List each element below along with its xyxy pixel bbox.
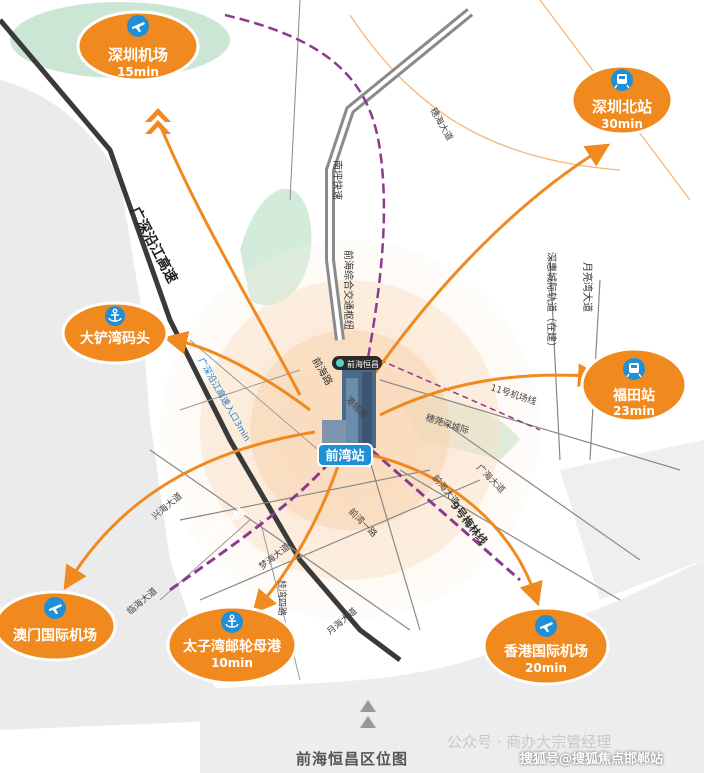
airplane-icon <box>535 615 557 637</box>
arrow-to-dachan <box>163 330 311 412</box>
label-yueliangwan: 月亮湾大道 <box>581 262 594 312</box>
arrow-to-taiziwan <box>252 459 342 615</box>
road-grid-14 <box>179 369 301 411</box>
hub-station-label: 前湾站 <box>325 448 364 464</box>
dest-macau-airport[interactable]: 澳门国际机场 <box>0 590 117 662</box>
arrow-to-hk <box>369 453 543 607</box>
arrow-to-north-station <box>368 143 611 381</box>
hub-station-badge <box>317 443 373 467</box>
dest-futian-time: 23min <box>613 404 655 418</box>
dest-shenzhen-airport-time: 15min <box>117 65 159 79</box>
water-area-left <box>0 80 240 730</box>
anchor-icon <box>221 611 243 633</box>
road-grid-2 <box>149 449 411 631</box>
arrow-to-macau <box>63 430 316 591</box>
north-arrow-icon <box>360 700 376 728</box>
road-grid-8 <box>439 419 641 561</box>
water-area-right <box>560 440 704 600</box>
watermark-sohu: 搜狐号@搜狐焦点邯郸站 <box>520 752 664 767</box>
watermark-public-account: 公众号 · 商办大宗管经理 <box>447 733 612 751</box>
train-icon <box>623 358 645 380</box>
water-area-bottom <box>200 560 704 773</box>
dest-shenzhen-north-time: 30min <box>601 117 643 131</box>
train-icon <box>611 69 633 91</box>
dest-shenzhen-north[interactable]: 深圳北站 30min <box>570 64 674 136</box>
dest-dachan-pier[interactable]: 大铲湾码头 <box>61 301 169 365</box>
dest-dachan-pier-name: 大铲湾码头 <box>80 330 150 347</box>
dest-futian-name: 福田站 <box>612 387 655 404</box>
road-grid-1 <box>289 0 301 201</box>
double-chevron-icon <box>145 108 171 134</box>
road-grid-9 <box>549 259 561 461</box>
dest-taiziwan-name: 太子湾邮轮母港 <box>183 638 282 655</box>
road-guangshen-dark <box>0 18 402 662</box>
dest-futian[interactable]: 福田站 23min <box>580 347 688 423</box>
metro-line-9 <box>359 438 521 582</box>
arrow-to-futian <box>379 363 602 417</box>
label-nanping: 南坪快速 <box>331 160 344 200</box>
road-grid-11 <box>189 339 331 461</box>
label-suihai: 穗海大道 <box>427 106 455 143</box>
map-title: 前海恒昌区位图 <box>296 750 409 768</box>
dest-hk-airport[interactable]: 香港国际机场 20min <box>482 606 610 686</box>
rail-orange-1 <box>349 14 621 171</box>
label-hub-line: 前海综合交通枢纽 <box>342 250 355 330</box>
road-grid-7 <box>399 469 621 601</box>
arrow-to-airport <box>158 124 302 396</box>
dest-hk-airport-time: 20min <box>525 661 567 675</box>
dest-taiziwan[interactable]: 太子湾邮轮母港 10min <box>166 605 298 685</box>
dest-shenzhen-airport-name: 深圳机场 <box>108 46 168 64</box>
connection-arrows <box>63 124 611 615</box>
label-shenhui: 深惠城际轨道（在建） <box>545 252 558 352</box>
dest-taiziwan-time: 10min <box>211 656 253 670</box>
road-nanping-core <box>328 10 472 341</box>
dest-hk-airport-name: 香港国际机场 <box>503 643 588 660</box>
metro-line-5 <box>169 449 342 592</box>
road-grid-3 <box>179 469 431 521</box>
label-guihai: 桂湾四路 <box>276 580 288 616</box>
airplane-icon <box>127 15 149 37</box>
project-logo-icon <box>336 359 344 367</box>
road-grid-4 <box>199 479 481 601</box>
airplane-icon <box>44 597 66 619</box>
project-sign: 前海恒昌 <box>347 359 379 369</box>
metro-line-11 <box>224 13 386 401</box>
anchor-icon <box>105 306 125 326</box>
dest-macau-airport-name: 澳门国际机场 <box>13 627 97 644</box>
project-sign-bg <box>332 356 382 370</box>
dest-shenzhen-north-name: 深圳北站 <box>592 98 652 116</box>
metro-line-11b <box>379 359 541 431</box>
dest-shenzhen-airport[interactable]: 深圳机场 15min <box>76 10 200 82</box>
